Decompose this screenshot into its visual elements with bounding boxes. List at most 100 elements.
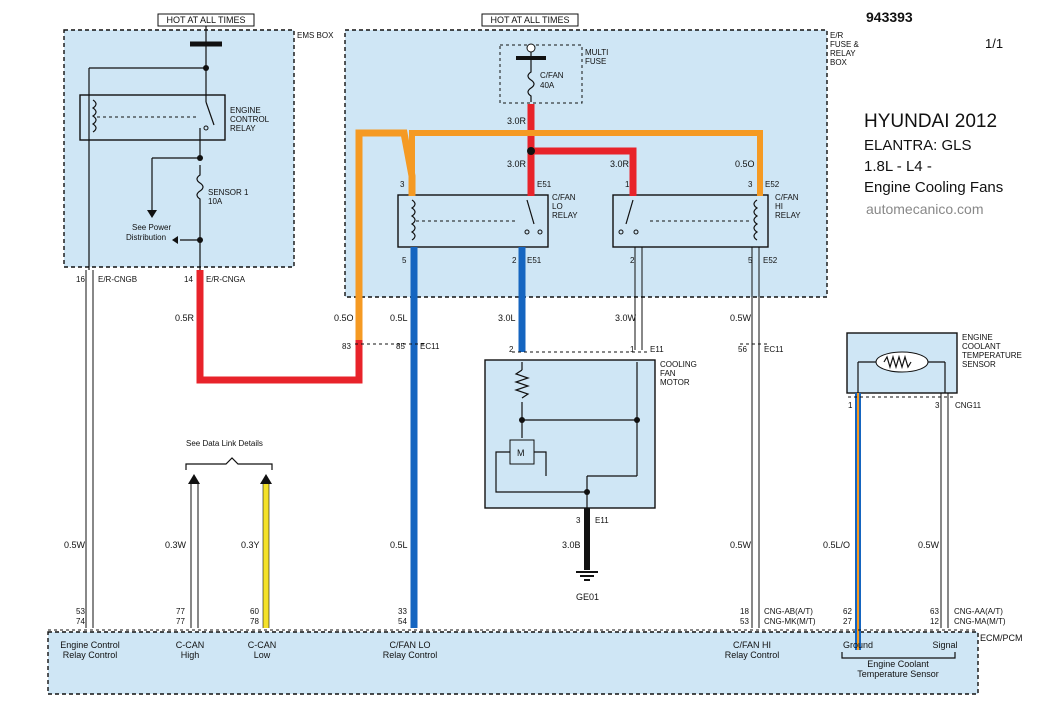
svg-text:Relay Control: Relay Control bbox=[63, 650, 118, 660]
svg-text:COOLING: COOLING bbox=[660, 360, 697, 369]
svg-text:LO: LO bbox=[552, 202, 563, 211]
ems-box bbox=[63, 29, 295, 268]
svg-text:10A: 10A bbox=[208, 197, 223, 206]
ecm-relay-control: Engine Control bbox=[60, 640, 120, 650]
svg-text:56: 56 bbox=[738, 345, 747, 354]
cfan-hi-relay bbox=[612, 194, 769, 248]
svg-text:0.5W: 0.5W bbox=[64, 540, 86, 550]
svg-text:CNG11: CNG11 bbox=[955, 401, 982, 410]
svg-text:Temperature Sensor: Temperature Sensor bbox=[857, 669, 939, 679]
svg-text:0.3Y: 0.3Y bbox=[241, 540, 260, 550]
svg-text:ENGINE: ENGINE bbox=[230, 106, 261, 115]
svg-text:1: 1 bbox=[630, 345, 635, 354]
svg-text:CNG-AB(A/T): CNG-AB(A/T) bbox=[764, 607, 813, 616]
svg-text:C/FAN: C/FAN bbox=[540, 71, 564, 80]
data-link-label: See Data Link Details bbox=[186, 439, 263, 448]
doc-id: 943393 bbox=[866, 9, 913, 25]
title-make: HYUNDAI 2012 bbox=[864, 111, 997, 132]
er-box-label: E/R FUSE & RELAY BOX bbox=[830, 31, 860, 67]
hot-label-right: HOT AT ALL TIMES bbox=[490, 15, 569, 25]
cfan-lo-relay-label: C/FAN LO RELAY bbox=[552, 193, 578, 220]
cfan-lo-relay bbox=[397, 194, 549, 248]
svg-text:77: 77 bbox=[176, 617, 185, 626]
svg-text:33: 33 bbox=[398, 607, 407, 616]
svg-text:53: 53 bbox=[740, 617, 749, 626]
svg-text:0.5W: 0.5W bbox=[918, 540, 940, 550]
cfan-hi-relay-label: C/FAN HI RELAY bbox=[775, 193, 801, 220]
ecm-signal: Signal bbox=[932, 640, 957, 650]
svg-text:5: 5 bbox=[748, 256, 753, 265]
svg-text:3: 3 bbox=[748, 180, 753, 189]
ecm-ccan-high: C-CAN bbox=[176, 640, 205, 650]
hot-label-left: HOT AT ALL TIMES bbox=[166, 15, 245, 25]
svg-text:High: High bbox=[181, 650, 200, 660]
svg-text:E51: E51 bbox=[537, 180, 552, 189]
svg-text:E/R: E/R bbox=[830, 31, 844, 40]
cooling-fan-motor-label: COOLING FAN MOTOR bbox=[660, 360, 697, 387]
svg-text:0.5L: 0.5L bbox=[390, 540, 408, 550]
svg-text:85: 85 bbox=[396, 342, 405, 351]
ecm-ccan-low: C-CAN bbox=[248, 640, 277, 650]
svg-text:ENGINE: ENGINE bbox=[962, 333, 993, 342]
svg-text:E51: E51 bbox=[527, 256, 542, 265]
svg-text:CNG-MA(M/T): CNG-MA(M/T) bbox=[954, 617, 1006, 626]
svg-text:2: 2 bbox=[630, 256, 635, 265]
svg-text:RELAY: RELAY bbox=[552, 211, 578, 220]
page-number: 1/1 bbox=[985, 36, 1003, 51]
svg-text:BOX: BOX bbox=[830, 58, 848, 67]
svg-text:63: 63 bbox=[930, 607, 939, 616]
svg-text:3.0R: 3.0R bbox=[507, 159, 527, 169]
svg-text:E/R-CNGA: E/R-CNGA bbox=[206, 275, 246, 284]
svg-text:0.3W: 0.3W bbox=[165, 540, 187, 550]
svg-text:SENSOR 1: SENSOR 1 bbox=[208, 188, 249, 197]
ems-box-label: EMS BOX bbox=[297, 31, 334, 40]
ecm-label: ECM/PCM bbox=[980, 633, 1023, 643]
wire-red-hi bbox=[531, 147, 637, 196]
motor-symbol: M bbox=[517, 448, 525, 458]
er-fuse-relay-box bbox=[344, 29, 828, 298]
svg-text:CONTROL: CONTROL bbox=[230, 115, 270, 124]
wire-red-cnga bbox=[196, 270, 363, 384]
svg-text:2: 2 bbox=[509, 345, 514, 354]
svg-text:3.0R: 3.0R bbox=[610, 159, 630, 169]
svg-text:3.0R: 3.0R bbox=[507, 116, 527, 126]
svg-text:0.5O: 0.5O bbox=[334, 313, 354, 323]
svg-text:COOLANT: COOLANT bbox=[962, 342, 1001, 351]
svg-text:CNG-AA(A/T): CNG-AA(A/T) bbox=[954, 607, 1003, 616]
svg-text:1: 1 bbox=[848, 401, 853, 410]
title-model: ELANTRA: GLS bbox=[864, 137, 972, 154]
svg-text:Relay Control: Relay Control bbox=[383, 650, 438, 660]
cooling-fan-motor-box bbox=[484, 359, 656, 509]
title-engine: 1.8L - L4 - bbox=[864, 158, 932, 175]
svg-text:C/FAN: C/FAN bbox=[552, 193, 576, 202]
svg-text:0.5R: 0.5R bbox=[175, 313, 195, 323]
svg-text:14: 14 bbox=[184, 275, 193, 284]
svg-text:3.0W: 3.0W bbox=[615, 313, 637, 323]
svg-text:3.0B: 3.0B bbox=[562, 540, 581, 550]
svg-text:0.5L/O: 0.5L/O bbox=[823, 540, 850, 550]
svg-text:E52: E52 bbox=[765, 180, 780, 189]
see-power-label: See Power Distribution bbox=[126, 223, 171, 242]
title-system: Engine Cooling Fans bbox=[864, 179, 1003, 196]
svg-text:E11: E11 bbox=[595, 516, 609, 525]
svg-text:EC11: EC11 bbox=[764, 345, 784, 354]
svg-text:See Power: See Power bbox=[132, 223, 171, 232]
multi-fuse-label-1: MULTI bbox=[585, 48, 608, 57]
motor-symbol-box bbox=[509, 439, 535, 465]
svg-text:Low: Low bbox=[254, 650, 271, 660]
engine-control-relay-label: ENGINE CONTROL RELAY bbox=[230, 106, 270, 133]
multi-fuse-box bbox=[499, 44, 583, 104]
svg-text:RELAY: RELAY bbox=[830, 49, 856, 58]
svg-text:E52: E52 bbox=[763, 256, 778, 265]
svg-text:FUSE &: FUSE & bbox=[830, 40, 860, 49]
svg-text:HI: HI bbox=[775, 202, 783, 211]
ecm-cfan-hi-control: C/FAN HI bbox=[733, 640, 771, 650]
ect-sensor-label: ENGINE COOLANT TEMPERATURE SENSOR bbox=[962, 333, 1022, 369]
sensor1-fuse-label: SENSOR 1 10A bbox=[208, 188, 249, 206]
svg-text:0.5L: 0.5L bbox=[390, 313, 408, 323]
svg-text:Distribution: Distribution bbox=[126, 233, 166, 242]
watermark: automecanico.com bbox=[866, 201, 984, 217]
sensor1-fuse bbox=[196, 165, 204, 239]
ecm-ground: Ground bbox=[843, 640, 873, 650]
